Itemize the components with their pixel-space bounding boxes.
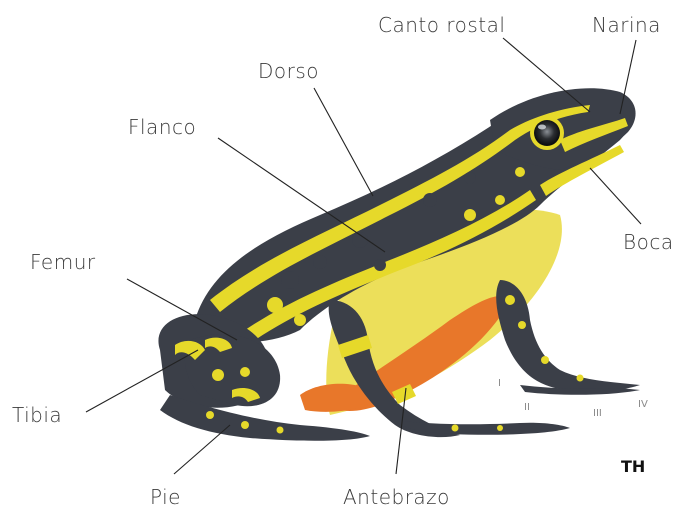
label-boca: Boca (623, 230, 674, 254)
leader-boca (590, 168, 641, 224)
digit-label-3: III (593, 408, 602, 419)
frog-illustration (158, 88, 640, 441)
digit-label-1: I (498, 378, 501, 389)
label-antebrazo: Antebrazo (343, 485, 450, 509)
label-dorso: Dorso (258, 59, 319, 83)
digit-label-2: II (524, 402, 530, 413)
leader-pie (174, 425, 230, 474)
digit-label-4: IV (638, 399, 648, 410)
label-pie: Pie (150, 485, 181, 509)
label-narina: Narina (592, 13, 661, 37)
label-tibia: Tibia (12, 403, 62, 427)
label-femur: Femur (30, 250, 96, 274)
brand-mark: TH (621, 457, 645, 476)
label-canto-rostal: Canto rostal (378, 13, 505, 37)
eye-pupil (534, 120, 560, 146)
label-flanco: Flanco (128, 115, 196, 139)
front-arm-far (496, 280, 640, 391)
leader-dorso (314, 88, 373, 196)
